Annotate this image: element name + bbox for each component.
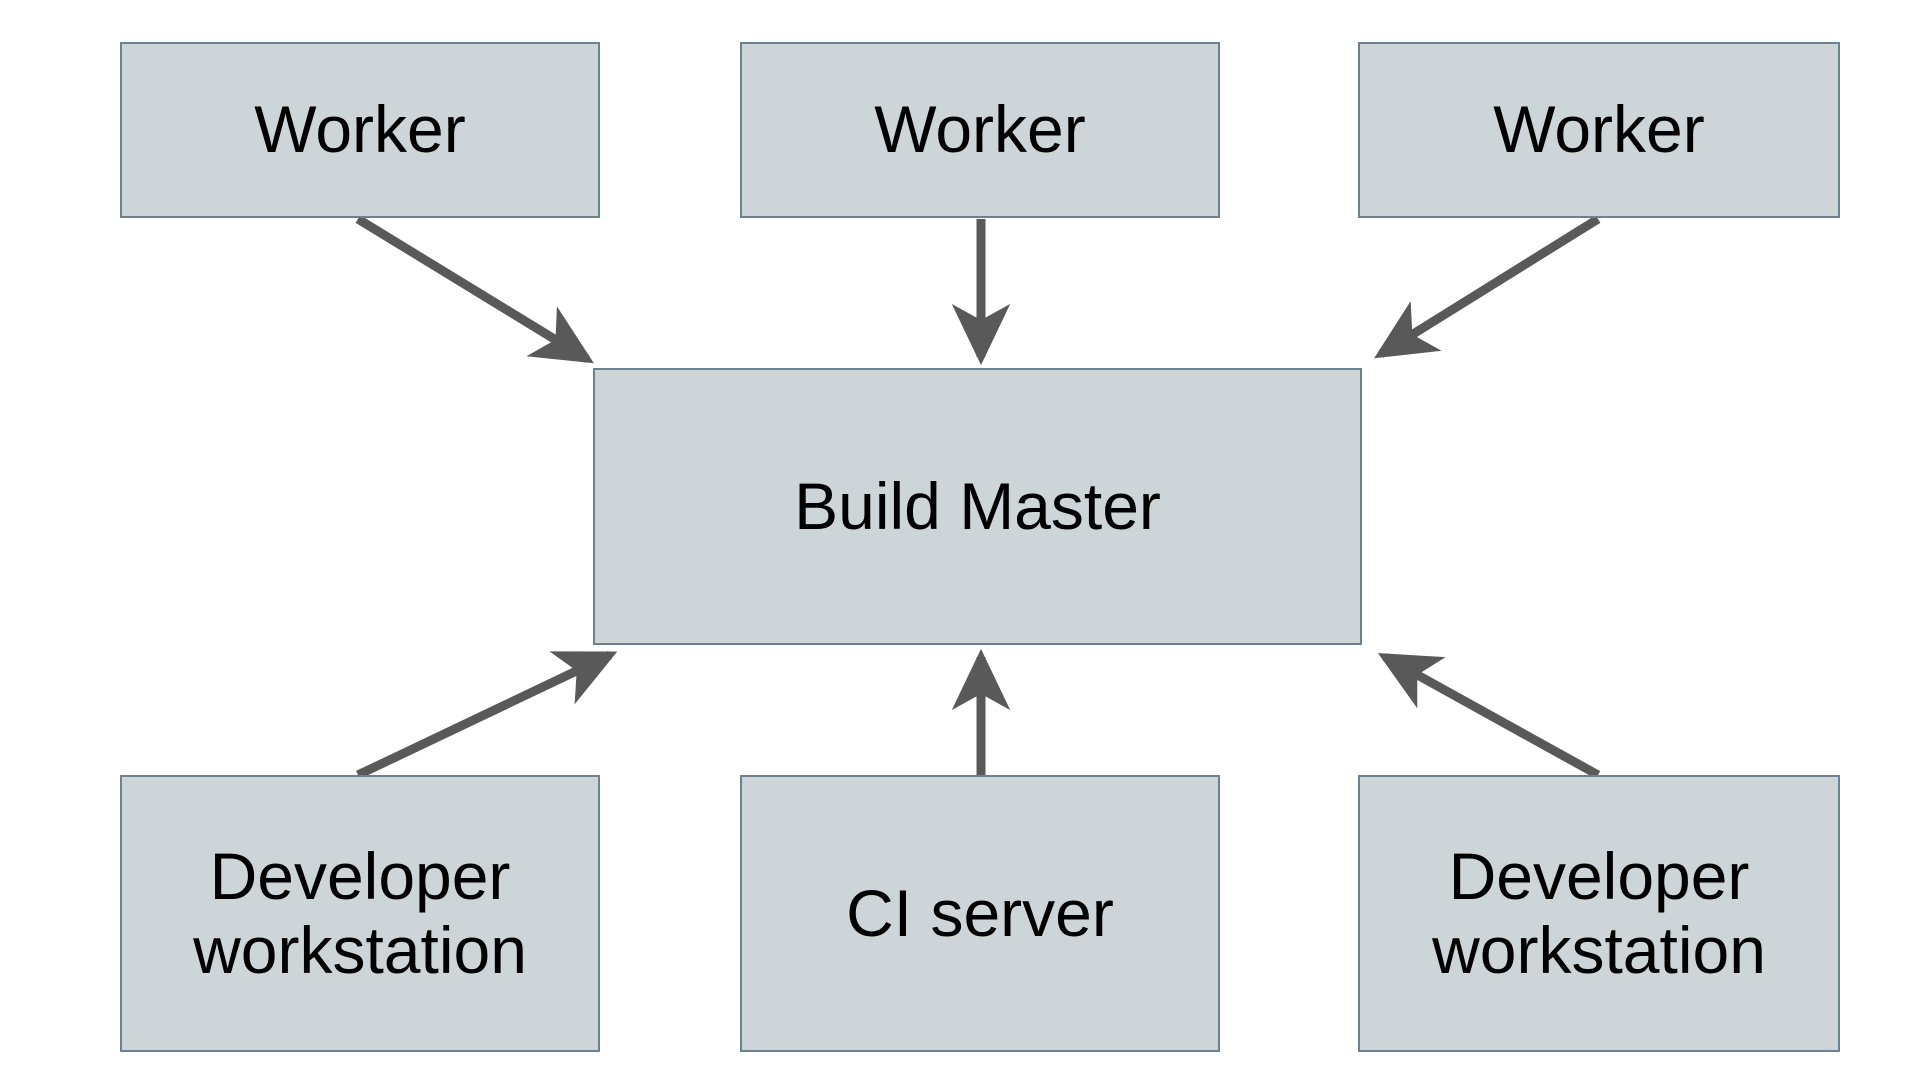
node-developer-workstation-right-label: Developer workstation <box>1432 838 1766 987</box>
edge-dev-ws-right-to-build-master <box>1377 653 1601 779</box>
edge-dev-ws-left-to-build-master <box>356 650 618 780</box>
node-developer-workstation-left[interactable]: Developer workstation <box>120 775 600 1052</box>
node-worker-2-label: Worker <box>874 92 1086 167</box>
node-worker-2[interactable]: Worker <box>740 42 1220 218</box>
edge-worker-3-to-build-master <box>1374 215 1601 359</box>
node-developer-workstation-left-label: Developer workstation <box>193 838 527 987</box>
node-ci-server-label: CI server <box>846 875 1114 950</box>
node-build-master[interactable]: Build Master <box>593 368 1362 645</box>
node-developer-workstation-right[interactable]: Developer workstation <box>1358 775 1840 1052</box>
node-worker-1[interactable]: Worker <box>120 42 600 218</box>
node-worker-3-label: Worker <box>1493 92 1705 167</box>
node-ci-server[interactable]: CI server <box>740 775 1220 1052</box>
node-worker-1-label: Worker <box>254 92 466 167</box>
node-build-master-label: Build Master <box>794 468 1161 543</box>
node-worker-3[interactable]: Worker <box>1358 42 1840 218</box>
edge-worker-1-to-build-master <box>355 215 594 364</box>
